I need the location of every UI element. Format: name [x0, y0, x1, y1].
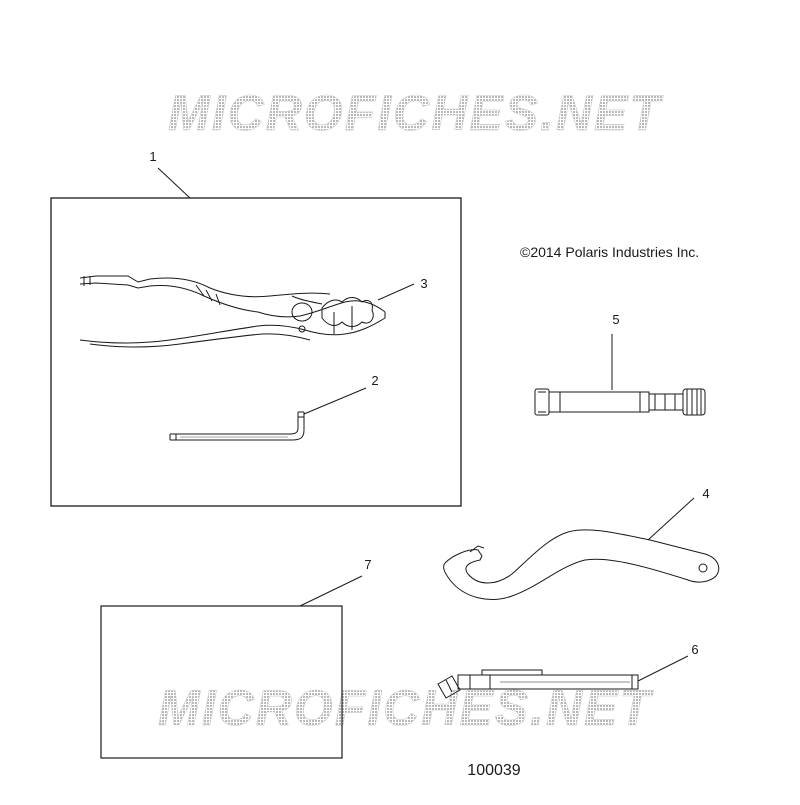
leader-line-2	[303, 387, 367, 415]
manual-part[interactable]	[100, 605, 343, 759]
leader-line-6	[637, 655, 689, 682]
callout-6[interactable]: 6	[691, 642, 698, 657]
watermark-bottom: MICROFICHES.NET	[158, 680, 654, 737]
copyright-text: ©2014 Polaris Industries Inc.	[520, 244, 699, 260]
spanner-wrench-part[interactable]	[443, 529, 720, 600]
hex-key-part[interactable]	[169, 411, 305, 441]
leader-line-7	[299, 575, 363, 607]
leader-line-1	[157, 167, 191, 199]
tool-kit-box	[50, 197, 462, 507]
socket-tool-part[interactable]	[534, 388, 706, 416]
figure-id: 100039	[467, 762, 520, 779]
watermark-top: MICROFICHES.NET	[168, 85, 664, 142]
callout-7[interactable]: 7	[364, 557, 371, 572]
leader-line-4	[647, 497, 695, 541]
callout-4[interactable]: 4	[702, 486, 709, 501]
callout-3[interactable]: 3	[420, 276, 427, 291]
pliers-part[interactable]	[79, 275, 386, 348]
leader-line-3	[377, 283, 415, 301]
callout-2[interactable]: 2	[371, 373, 378, 388]
gauge-tool-part[interactable]	[437, 669, 639, 699]
callout-5[interactable]: 5	[612, 312, 619, 327]
svg-text:MICROFICHES.NET: MICROFICHES.NET	[158, 680, 654, 736]
svg-text:MICROFICHES.NET: MICROFICHES.NET	[168, 85, 664, 141]
callout-1[interactable]: 1	[149, 149, 156, 164]
